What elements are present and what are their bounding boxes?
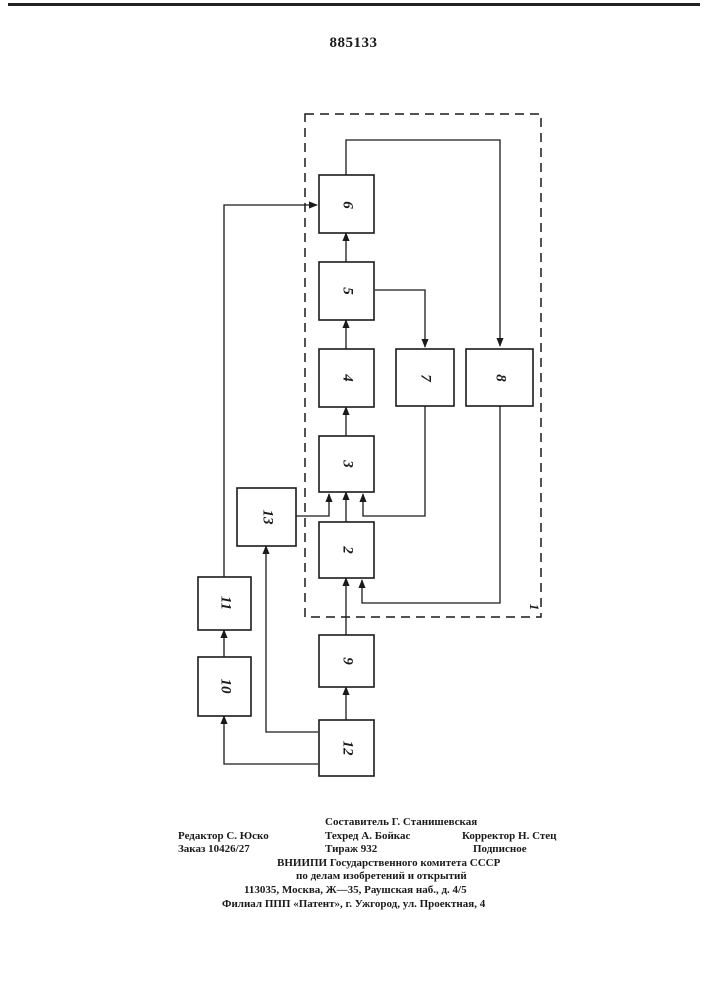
label-12: 12	[340, 741, 356, 757]
footer-techred: Техред А. Бойкас	[325, 830, 410, 842]
footer-corrector: Корректор Н. Стец	[462, 830, 557, 842]
footer-org-line2: по делам изобретений и открытий	[296, 870, 467, 882]
label-2: 2	[340, 545, 356, 554]
label-9: 9	[340, 657, 356, 665]
label-5: 5	[340, 287, 356, 295]
label-6: 6	[340, 201, 356, 209]
label-3: 3	[340, 459, 356, 468]
label-7: 7	[418, 374, 434, 382]
label-11: 11	[218, 596, 234, 610]
footer-compiler: Составитель Г. Станишевская	[325, 816, 477, 828]
blocks	[198, 175, 533, 776]
label-4: 4	[340, 373, 356, 382]
label-13: 13	[260, 510, 276, 526]
label-10: 10	[218, 679, 234, 695]
footer-order: Заказ 10426/27	[178, 843, 250, 855]
footer-branch: Филиал ППП «Патент», г. Ужгород, ул. Про…	[222, 898, 485, 910]
footer-subscription: Подписное	[473, 843, 527, 855]
label-8: 8	[493, 374, 509, 382]
footer-print-run: Тираж 932	[325, 843, 377, 855]
footer-editor: Редактор С. Юско	[178, 830, 269, 842]
footer-address: 113035, Москва, Ж—35, Раушская наб., д. …	[244, 884, 467, 896]
footer-org-line1: ВНИИПИ Государственного комитета СССР	[277, 857, 500, 869]
label-1: 1	[527, 604, 542, 611]
